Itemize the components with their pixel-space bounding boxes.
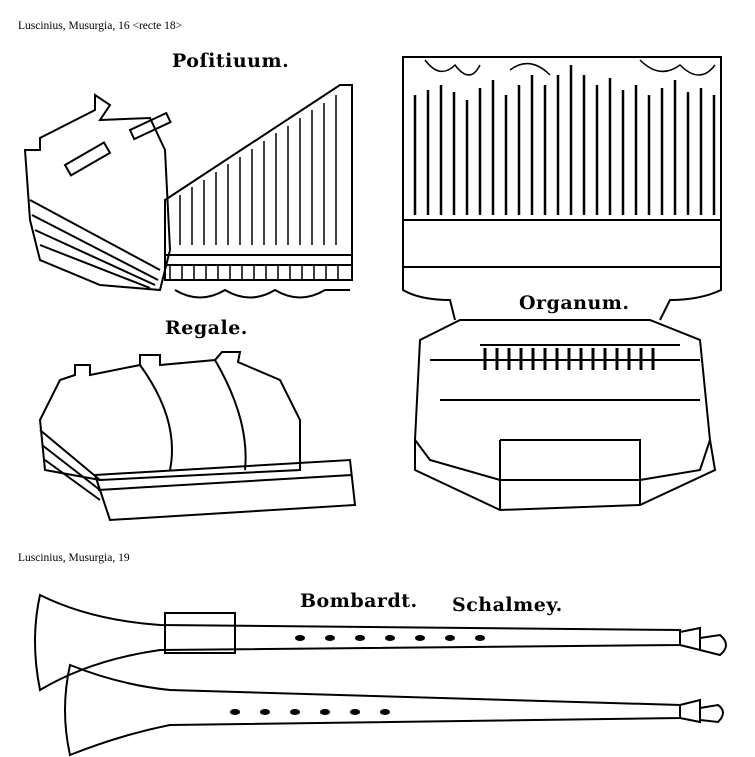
- label-bombardt: Bombardt.: [300, 590, 418, 612]
- organum-illustration: [402, 56, 722, 512]
- label-organum: Organum.: [517, 292, 632, 314]
- schalmey-illustration: [64, 663, 724, 757]
- positive-organ-illustration: [23, 84, 353, 299]
- label-positiuum: Poſitiuum.: [172, 50, 290, 72]
- caption-musurgia-16: Luscinius, Musurgia, 16 <recte 18>: [18, 20, 183, 32]
- label-regale: Regale.: [165, 317, 248, 339]
- bombardt-illustration: [34, 593, 727, 692]
- regale-illustration: [38, 351, 357, 522]
- caption-musurgia-19: Luscinius, Musurgia, 19: [18, 552, 130, 564]
- label-schalmey: Schalmey.: [452, 594, 563, 616]
